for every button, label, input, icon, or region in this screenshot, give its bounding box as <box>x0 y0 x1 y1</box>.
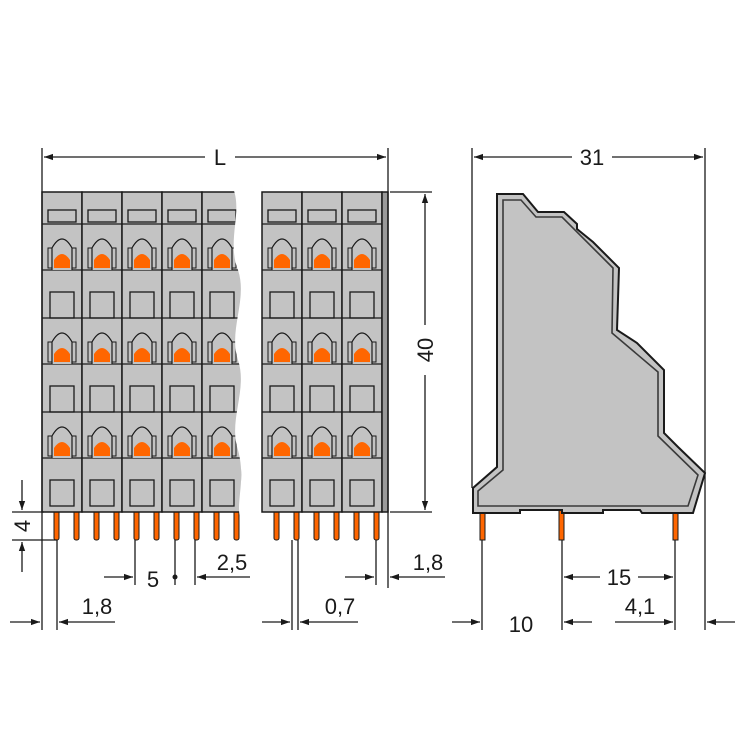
clamp-release-orange <box>54 254 70 268</box>
solder-pin <box>273 509 280 541</box>
clamp-release-orange <box>174 442 190 456</box>
side-dimensions: 31 10 15 4,1 <box>452 145 735 637</box>
height-label: 40 <box>413 338 438 362</box>
front-dimensions: L 40 4 5 2,5 1,8 1,8 0,7 <box>10 145 445 630</box>
terminal-module <box>261 191 303 541</box>
clamp-release-orange <box>94 442 110 456</box>
edge-offset-label: 4,1 <box>625 594 656 619</box>
solder-pin <box>113 509 120 541</box>
solder-pin <box>373 509 380 541</box>
clamp-release-orange <box>134 348 150 362</box>
length-label: L <box>214 145 226 170</box>
clamp-release-orange <box>314 348 330 362</box>
clamp-release-orange <box>94 254 110 268</box>
pin-length-label: 4 <box>10 520 35 532</box>
solder-pin <box>173 509 180 541</box>
terminal-module <box>341 191 383 541</box>
half-pitch-label: 2,5 <box>217 550 248 575</box>
clamp-release-orange <box>134 442 150 456</box>
pitch-label: 5 <box>147 567 159 592</box>
solder-pin <box>153 509 160 541</box>
clamp-release-orange <box>314 254 330 268</box>
clamp-release-orange <box>94 348 110 362</box>
clamp-release-orange <box>354 442 370 456</box>
break-line <box>232 186 258 518</box>
clamp-release-orange <box>314 442 330 456</box>
clamp-release-orange <box>54 442 70 456</box>
pin-spacing-b-label: 15 <box>607 565 631 590</box>
right-offset-label: 1,8 <box>413 550 444 575</box>
clamp-release-orange <box>354 348 370 362</box>
clamp-release-orange <box>214 348 230 362</box>
clamp-release-orange <box>174 254 190 268</box>
terminal-module <box>301 191 343 541</box>
end-plate <box>381 191 389 513</box>
terminal-module <box>81 191 123 541</box>
left-offset-label: 1,8 <box>82 594 113 619</box>
solder-pin <box>53 509 60 541</box>
side-view <box>472 193 707 541</box>
clamp-release-orange <box>134 254 150 268</box>
solder-pin <box>73 509 80 541</box>
terminal-module <box>161 191 203 541</box>
solder-pin <box>333 509 340 541</box>
clamp-release-orange <box>214 442 230 456</box>
solder-pin <box>193 509 200 541</box>
clamp-release-orange <box>174 348 190 362</box>
solder-pin <box>213 509 220 541</box>
clamp-release-orange <box>354 254 370 268</box>
terminal-module <box>121 191 163 541</box>
clamp-release-orange <box>274 348 290 362</box>
solder-pin <box>93 509 100 541</box>
clamp-release-orange <box>274 254 290 268</box>
solder-pin <box>293 509 300 541</box>
terminal-module <box>201 191 243 541</box>
clamp-release-orange <box>54 348 70 362</box>
solder-pin <box>133 509 140 541</box>
clamp-release-orange <box>214 254 230 268</box>
front-view <box>41 186 389 541</box>
solder-pin <box>353 509 360 541</box>
clamp-release-orange <box>274 442 290 456</box>
terminal-module <box>41 191 83 541</box>
depth-label: 31 <box>580 145 604 170</box>
pin-width-label: 0,7 <box>325 594 356 619</box>
solder-pin <box>313 509 320 541</box>
pin-spacing-a-label: 10 <box>509 612 533 637</box>
solder-pin <box>233 509 240 541</box>
